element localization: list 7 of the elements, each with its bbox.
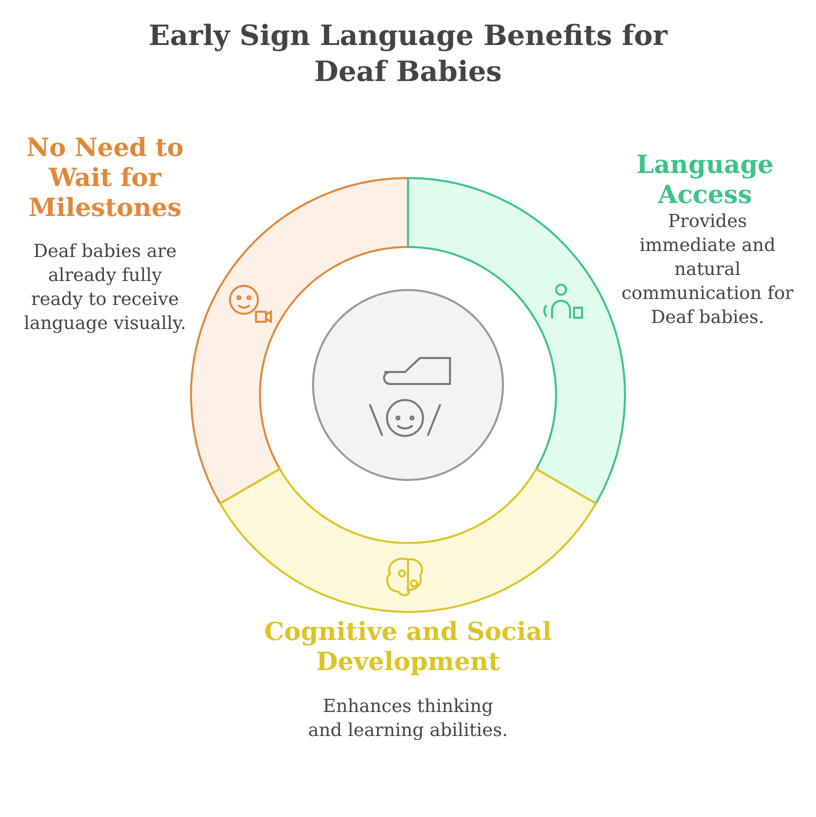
segment-heading: Language Access	[635, 150, 775, 210]
segment-description: Provides immediate and natural communication for Deaf babies.	[620, 210, 795, 330]
segment-description: Deaf babies are already fully ready to receive language visually.	[22, 240, 188, 336]
segment-description: Enhances thinking and learning abilities.	[307, 695, 509, 743]
title: Early Sign Language Benefits for Deaf Babies	[148, 18, 669, 90]
segment-heading: No Need to Wait for Milestones	[25, 133, 185, 223]
segment-heading: Cognitive and Social Development	[263, 617, 553, 677]
